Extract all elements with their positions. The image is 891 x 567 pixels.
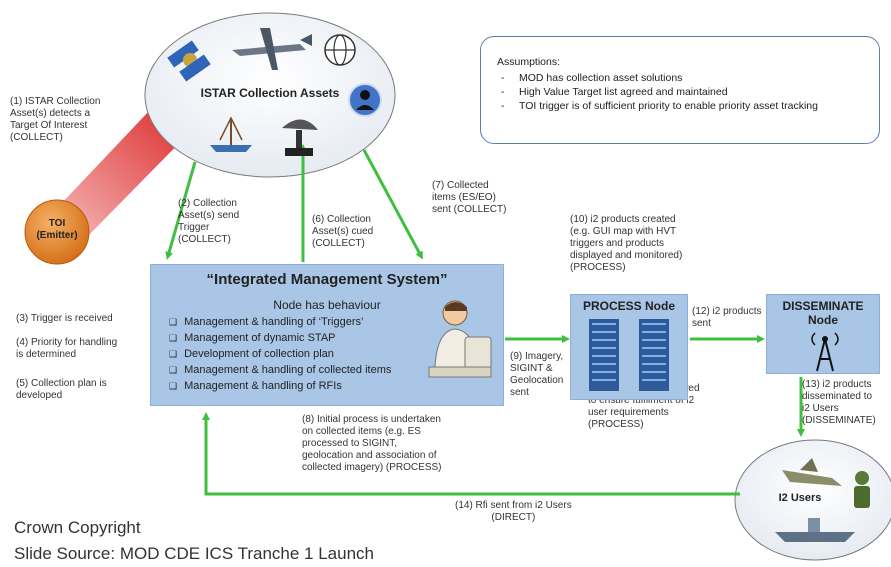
toi-label: TOI (Emitter) xyxy=(25,218,89,242)
note-collected-items: (7) Collected items (ES/EO) sent (COLLEC… xyxy=(432,180,507,215)
toi-title: TOI xyxy=(48,218,66,229)
note-rfi: (14) Rfi sent from i2 Users (DIRECT) xyxy=(455,500,572,523)
users-ellipse xyxy=(734,439,891,561)
note-disseminated: (13) i2 products disseminated to i2 User… xyxy=(802,379,876,426)
assumption-item: High Value Target list agreed and mainta… xyxy=(497,85,869,99)
uav-icon xyxy=(232,28,312,70)
note-products-created: (10) i2 products created (e.g. GUI map w… xyxy=(570,214,683,273)
jet-icon xyxy=(782,458,842,486)
ims-behaviour-item: Management & handling of RFIs xyxy=(169,378,493,394)
operator-icon xyxy=(428,300,492,378)
note-priority: (4) Priority for handling is determined xyxy=(16,337,118,360)
assumption-item: TOI trigger is of sufficient priority to… xyxy=(497,99,869,113)
arrow-trigger xyxy=(165,161,197,260)
credit-line1: Crown Copyright xyxy=(14,518,141,537)
satellite-icon xyxy=(167,40,211,82)
ims-behaviour-list: Management & handling of ‘Triggers’ Mana… xyxy=(169,314,493,394)
disseminate-node: DISSEMINATE Node xyxy=(766,294,880,374)
globe-icon xyxy=(324,34,356,66)
credit-line2: Slide Source: MOD CDE ICS Tranche 1 Laun… xyxy=(14,544,374,563)
server-rack-icon xyxy=(589,319,669,391)
istar-title: ISTAR Collection Assets xyxy=(200,86,340,100)
assumption-item: MOD has collection asset solutions xyxy=(497,71,869,85)
broadcast-tower-icon xyxy=(811,332,839,372)
note-initial-process: (8) Initial process is undertaken on col… xyxy=(302,414,442,473)
ship-sensor-icon xyxy=(210,116,252,152)
radar-dish-icon xyxy=(282,119,318,156)
process-node: PROCESS Node xyxy=(570,294,688,400)
ims-behaviour-item: Management & handling of collected items xyxy=(169,362,493,378)
warship-icon xyxy=(775,518,855,542)
toi-sublabel: (Emitter) xyxy=(36,230,78,241)
disseminate-node-title: DISSEMINATE xyxy=(782,299,864,313)
disseminate-node-subtitle: Node xyxy=(808,313,838,327)
note-detect: (1) ISTAR Collection Asset(s) detects a … xyxy=(10,96,101,143)
arrow-collected xyxy=(362,149,423,260)
users-title: I2 Users xyxy=(778,492,822,504)
arrow-rfi xyxy=(202,412,740,496)
assumptions-box: Assumptions: MOD has collection asset so… xyxy=(480,36,880,144)
person-silhouette-icon xyxy=(348,83,382,117)
ims-behaviour-item: Management of dynamic STAP xyxy=(169,330,493,346)
note-collection-plan: (5) Collection plan is developed xyxy=(16,378,107,401)
note-send-trigger: (2) Collection Asset(s) send Trigger (CO… xyxy=(178,198,240,245)
ims-node: “Integrated Management System” Node has … xyxy=(150,264,504,406)
credit: Crown Copyright Slide Source: MOD CDE IC… xyxy=(14,515,374,567)
note-trigger-received: (3) Trigger is received xyxy=(16,313,113,324)
assumptions-list: MOD has collection asset solutions High … xyxy=(497,71,869,113)
ims-subtitle: Node has behaviour xyxy=(273,298,381,312)
ims-behaviour-item: Management & handling of ‘Triggers’ xyxy=(169,314,493,330)
assumptions-title: Assumptions: xyxy=(497,56,561,68)
note-asset-cued: (6) Collection Asset(s) cued (COLLECT) xyxy=(312,214,374,249)
ims-behaviour-item: Development of collection plan xyxy=(169,346,493,362)
note-products-sent: (12) i2 products sent xyxy=(692,306,762,329)
soldier-icon xyxy=(854,471,870,508)
ims-title: “Integrated Management System” xyxy=(206,271,448,288)
process-node-title: PROCESS Node xyxy=(582,299,675,313)
toi-circle xyxy=(24,199,90,265)
detection-cone xyxy=(60,110,198,238)
note-imagery-sent: (9) Imagery, SIGINT & Geolocation sent xyxy=(510,351,564,398)
